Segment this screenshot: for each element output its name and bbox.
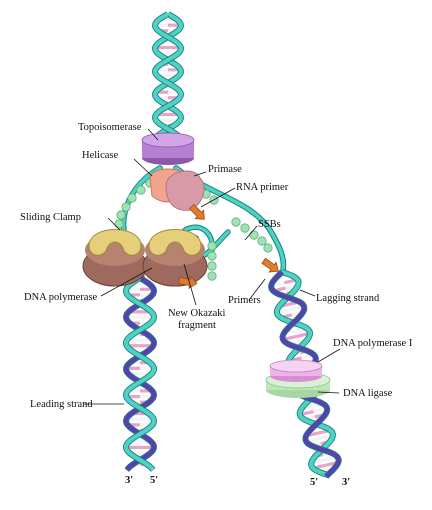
new-okazaki-label-line1: New Okazaki	[168, 308, 226, 319]
ssb-protein	[257, 236, 267, 246]
topoisomerase-label: Topoisomerase	[78, 122, 142, 133]
ssb-protein	[207, 271, 217, 281]
lagging-dna-polymerase	[142, 229, 208, 287]
lagging-5prime-label: 5'	[310, 477, 318, 488]
primers-label: Primers	[228, 295, 261, 306]
topoisomerase-top	[141, 132, 195, 148]
replication-proteins	[82, 132, 331, 398]
ssb-protein	[231, 217, 241, 227]
leader-lines	[84, 128, 341, 405]
dna-polymerase-i-label: DNA polymerase I	[333, 338, 413, 349]
ssb-protein	[116, 210, 126, 220]
ssb-protein	[121, 202, 131, 212]
ssb-protein	[207, 261, 217, 271]
backbone	[152, 12, 184, 150]
ssb-protein	[249, 230, 259, 240]
ssb-protein	[207, 251, 217, 261]
leading-dna-polymerase	[82, 229, 148, 287]
ssb-protein	[127, 193, 137, 203]
primer-arrow	[188, 203, 205, 220]
leading-5prime-label: 5'	[150, 475, 158, 486]
primer-arrow	[178, 275, 198, 290]
dna-polymerase-label: DNA polymerase	[24, 292, 98, 303]
ssb-protein	[114, 219, 124, 229]
primers	[178, 203, 279, 290]
ssbs-label: SSBs	[258, 219, 281, 230]
dna-polymerase-i	[269, 359, 323, 373]
parental-helix	[151, 11, 185, 151]
primer-arrow-right	[261, 257, 279, 273]
leading-strand-label: Leading strand	[30, 399, 93, 410]
primase-label: Primase	[208, 164, 242, 175]
ssb-proteins	[114, 177, 273, 281]
primer-arrow	[261, 257, 279, 273]
ssb-protein	[263, 243, 273, 253]
rna-primer-label: RNA primer	[236, 182, 289, 193]
primase	[165, 170, 205, 211]
ssb-protein	[207, 241, 217, 251]
lagging-strand-label: Lagging strand	[316, 293, 380, 304]
leading-strand-helix	[123, 275, 157, 472]
ssb-protein	[136, 185, 146, 195]
leading-3prime-label: 3'	[125, 475, 133, 486]
new-okazaki-label-line2: fragment	[178, 320, 216, 331]
sliding-clamp	[88, 229, 142, 256]
ssb-protein	[240, 223, 250, 233]
rna-primer-arrow	[188, 203, 205, 220]
dna-ligase-label: DNA ligase	[343, 388, 393, 399]
sliding-clamp-label: Sliding Clamp	[20, 212, 81, 223]
backbone	[123, 276, 156, 472]
helicase-label: Helicase	[82, 150, 118, 161]
backbone	[123, 276, 156, 472]
lagging-3prime-label: 3'	[342, 477, 350, 488]
sliding-clamp	[148, 229, 202, 256]
primer-arrow-lagging	[178, 275, 198, 290]
